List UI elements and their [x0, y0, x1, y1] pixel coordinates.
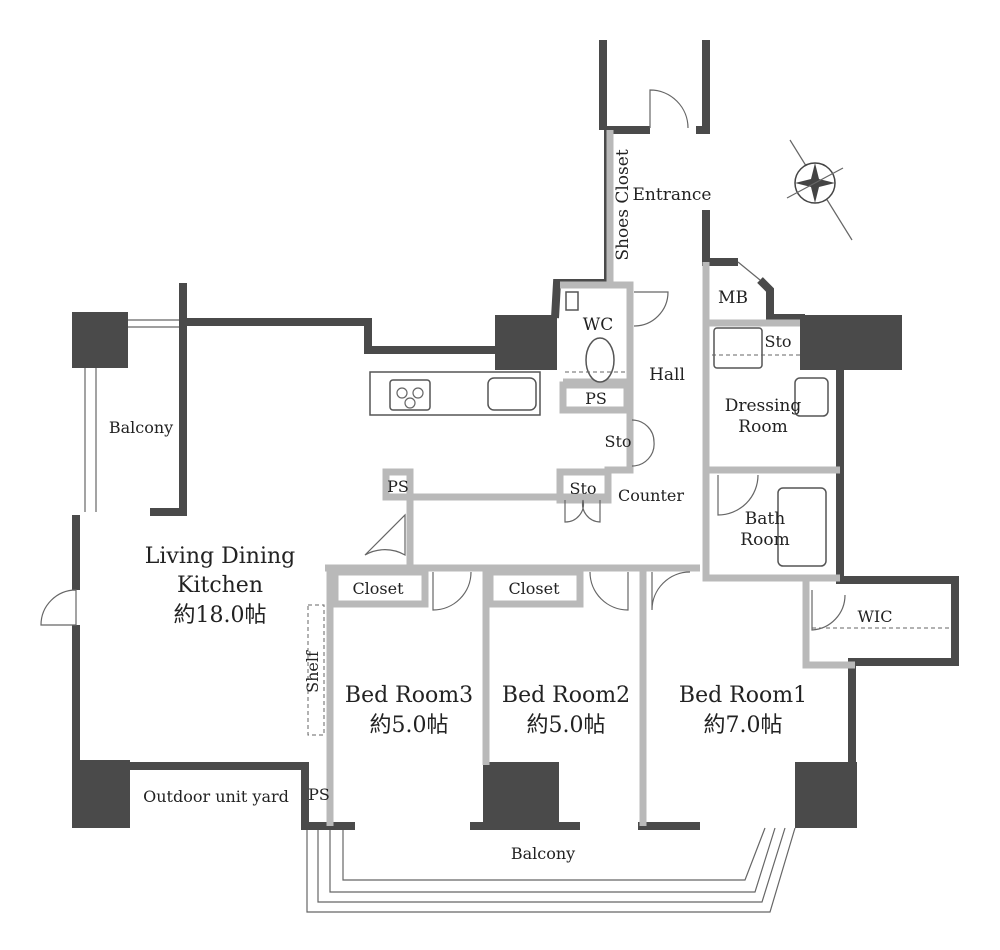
room-label-dressing-room-1: Dressing [725, 396, 802, 416]
room-label-wc: WC [583, 315, 613, 335]
room-label-bedroom1: Bed Room1 [679, 683, 807, 708]
left-balcony-railing [84, 319, 183, 512]
room-label-ps-yard: PS [308, 785, 330, 804]
exterior-walls [72, 40, 959, 830]
toilet-icon [585, 337, 615, 383]
interior-walls [325, 130, 855, 826]
room-label-closet2: Closet [508, 579, 560, 598]
doors[interactable] [40, 89, 846, 631]
room-label-mb: MB [718, 288, 748, 308]
bottom-balcony-railing [306, 827, 796, 913]
room-label-shelf: Shelf [303, 650, 322, 693]
room-label-ldk-2: Kitchen [177, 573, 263, 598]
washing-machine-pan-icon [713, 327, 763, 369]
bathtub-icon [777, 487, 827, 567]
north-compass-icon [786, 139, 853, 241]
room-label-bath-room-2: Room [740, 530, 789, 550]
room-label-ps-ldk: PS [387, 477, 409, 496]
room-label-bedroom2: Bed Room2 [502, 683, 630, 708]
room-label-ps-wc: PS [585, 389, 607, 408]
room-label-balcony-left: Balcony [109, 418, 173, 437]
room-label-ldk-1: Living Dining [145, 544, 296, 569]
room-label-hall: Hall [649, 365, 685, 385]
stove-icon [389, 379, 431, 411]
room-label-entrance: Entrance [633, 185, 712, 205]
room-label-bath-room-1: Bath [745, 509, 785, 529]
room-size-bedroom2: 約5.0帖 [527, 713, 606, 738]
room-label-closet3: Closet [352, 579, 404, 598]
room-size-bedroom3: 約5.0帖 [370, 713, 449, 738]
washbasin-icon [794, 377, 829, 417]
room-label-sto-dressing: Sto [764, 332, 791, 351]
kitchen-counter [369, 371, 541, 416]
room-label-sto-hall: Sto [604, 432, 631, 451]
room-label-counter: Counter [618, 486, 684, 505]
room-label-dressing-room-2: Room [738, 417, 787, 437]
room-size-bedroom1: 約7.0帖 [704, 713, 783, 738]
room-label-outdoor-unit-yard: Outdoor unit yard [143, 787, 289, 806]
wc-sink-icon [565, 291, 579, 311]
room-label-wic: WIC [857, 607, 892, 626]
room-label-sto-counter: Sto [569, 479, 596, 498]
sink-icon [487, 377, 537, 411]
room-label-shoes-closet: Shoes Closet [613, 149, 633, 260]
room-size-ldk: 約18.0帖 [174, 603, 267, 628]
room-label-bedroom3: Bed Room3 [345, 683, 473, 708]
room-label-balcony-bottom: Balcony [511, 844, 575, 863]
